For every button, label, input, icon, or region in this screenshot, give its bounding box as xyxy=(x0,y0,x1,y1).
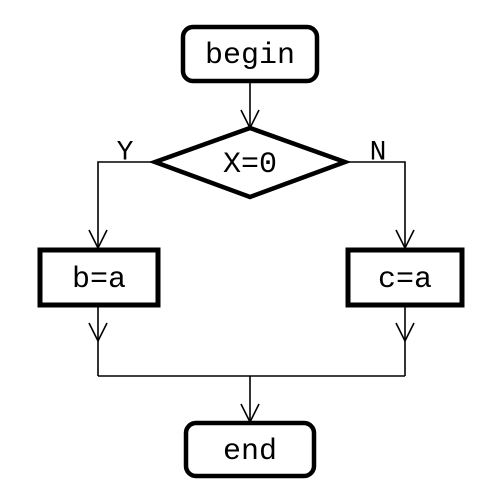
decision-node-shape xyxy=(148,125,352,200)
decision-node-label: X=0 xyxy=(223,148,277,182)
edge-merge-to-end xyxy=(240,376,260,424)
end-node-shape xyxy=(183,420,317,479)
no-process-node: c=a xyxy=(345,247,465,308)
end-node: end xyxy=(183,420,317,479)
yes-branch-label: Y xyxy=(117,137,134,168)
arrowhead-yes-process-down xyxy=(88,322,108,343)
end-node-label: end xyxy=(223,435,277,469)
start-node-label: begin xyxy=(205,39,295,73)
yes-process-label: b=a xyxy=(72,263,126,297)
yes-process-node: b=a xyxy=(37,247,161,308)
decision-node: X=0 xyxy=(148,125,352,200)
no-branch-label: N xyxy=(370,137,387,168)
edge-no-process-down xyxy=(395,305,415,376)
arrowhead-no-process-down xyxy=(395,322,415,343)
start-node: begin xyxy=(180,24,320,84)
edge-start-to-decision xyxy=(240,81,260,130)
no-process-label: c=a xyxy=(378,263,432,297)
edge-yes-process-down xyxy=(88,305,108,376)
yes-process-shape xyxy=(37,247,161,308)
edge-decision-to-yes-process xyxy=(88,161,155,250)
edge-decision-to-no-process xyxy=(345,161,415,250)
